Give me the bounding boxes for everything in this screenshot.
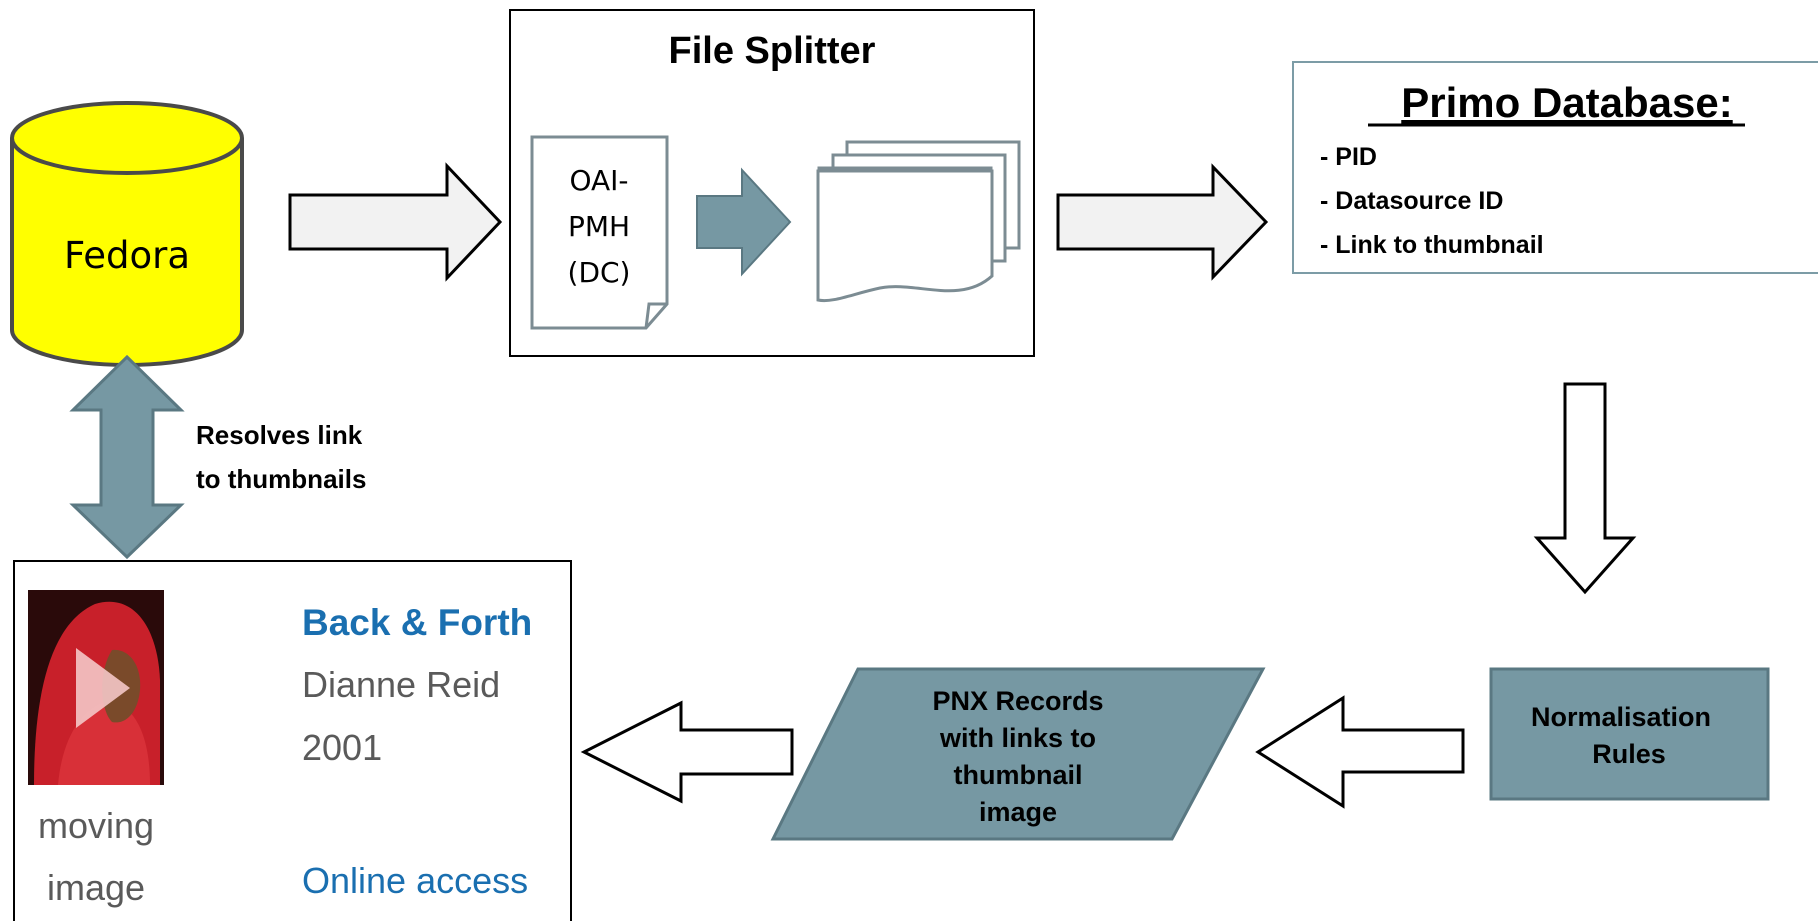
primo-database-box: Primo Database: - PID - Datasource ID - … <box>1292 61 1818 274</box>
primo-item-thumbnail: - Link to thumbnail <box>1320 231 1544 259</box>
arrow-normalisation-to-pnx <box>1255 695 1465 809</box>
video-thumbnail[interactable] <box>28 590 164 785</box>
fedora-database: Fedora <box>10 101 244 367</box>
doc-line-1: OAI- <box>569 164 628 197</box>
double-arrow-resolves <box>69 354 185 560</box>
pnx-line-1: PNX Records <box>932 686 1103 716</box>
primo-item-datasource: - Datasource ID <box>1320 187 1503 215</box>
record-author: Dianne Reid <box>302 664 500 705</box>
doc-line-2: PMH <box>568 210 630 243</box>
resolves-line-2: to thumbnails <box>196 464 366 494</box>
pnx-records-shape: PNX Records with links to thumbnail imag… <box>770 667 1266 841</box>
pnx-line-3: thumbnail <box>954 760 1083 790</box>
record-year: 2001 <box>302 727 382 768</box>
oai-pmh-document-icon <box>530 135 669 330</box>
normalisation-rules-box: Normalisation Rules <box>1489 667 1770 801</box>
online-access-link[interactable]: Online access <box>302 860 528 901</box>
primo-item-pid: - PID <box>1320 143 1377 171</box>
fedora-label: Fedora <box>64 234 190 277</box>
resolves-line-1: Resolves link <box>196 420 363 450</box>
split-documents-icon <box>816 140 1021 303</box>
split-arrow <box>696 167 792 277</box>
pnx-line-4: image <box>979 797 1057 827</box>
arrow-fedora-to-splitter <box>288 162 503 282</box>
file-splitter-title: File Splitter <box>669 30 876 72</box>
arrow-splitter-to-primo <box>1056 163 1269 281</box>
arrow-primo-to-normalisation <box>1533 382 1637 595</box>
primo-title: Primo Database: <box>1401 79 1732 126</box>
doc-line-3: (DC) <box>568 256 631 289</box>
arrow-pnx-to-record <box>580 700 794 804</box>
normalisation-line-2: Rules <box>1592 739 1666 769</box>
play-icon[interactable] <box>76 648 130 728</box>
record-title-link[interactable]: Back & Forth <box>302 602 532 643</box>
pnx-line-2: with links to <box>939 723 1096 753</box>
record-type-line-1: moving <box>38 805 154 846</box>
record-type-line-2: image <box>47 867 145 908</box>
normalisation-line-1: Normalisation <box>1531 702 1711 732</box>
record-display-box: moving image Back & Forth Dianne Reid 20… <box>13 560 572 921</box>
file-splitter-box: File Splitter OAI- PMH (DC) <box>509 9 1035 357</box>
